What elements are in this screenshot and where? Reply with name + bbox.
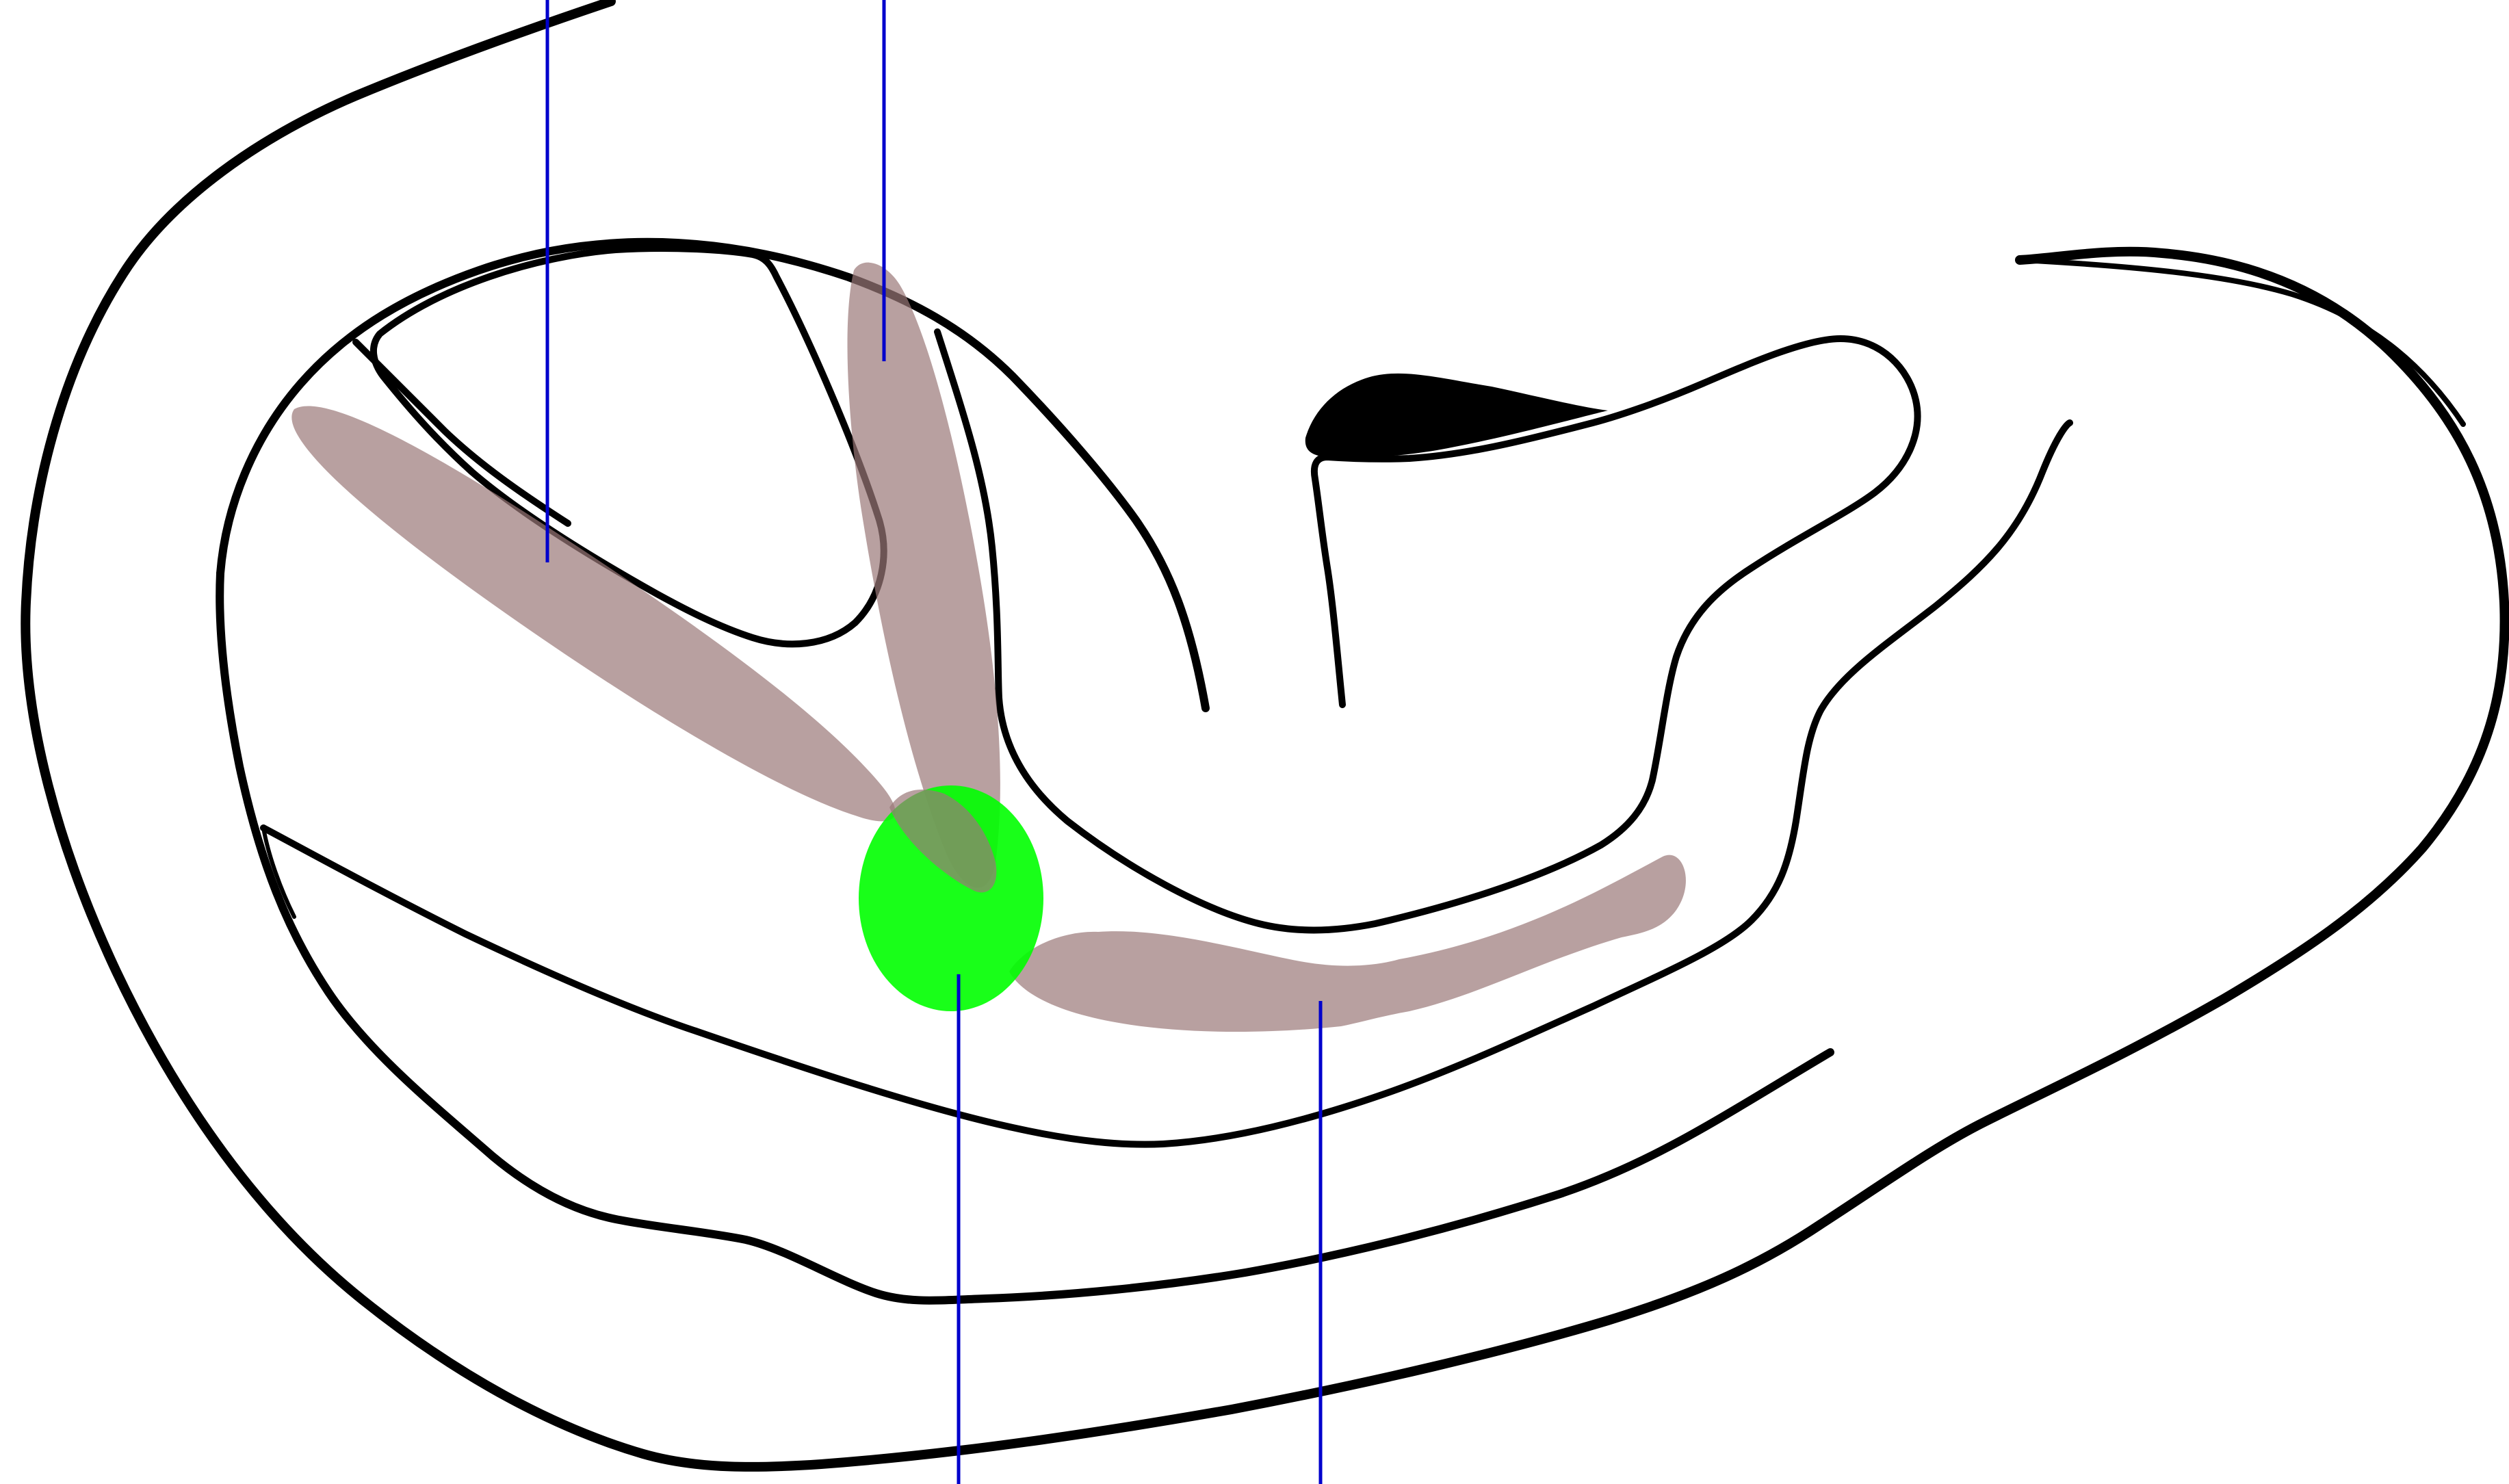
outer-body-contour bbox=[25, 1, 2504, 1467]
highlight-band-upper-left bbox=[291, 406, 895, 821]
target-region bbox=[859, 785, 1043, 1011]
highlight-band-lower-right bbox=[1009, 855, 1686, 1032]
central-organ-outline bbox=[937, 332, 1918, 930]
right-outer-segment bbox=[2022, 260, 2463, 424]
